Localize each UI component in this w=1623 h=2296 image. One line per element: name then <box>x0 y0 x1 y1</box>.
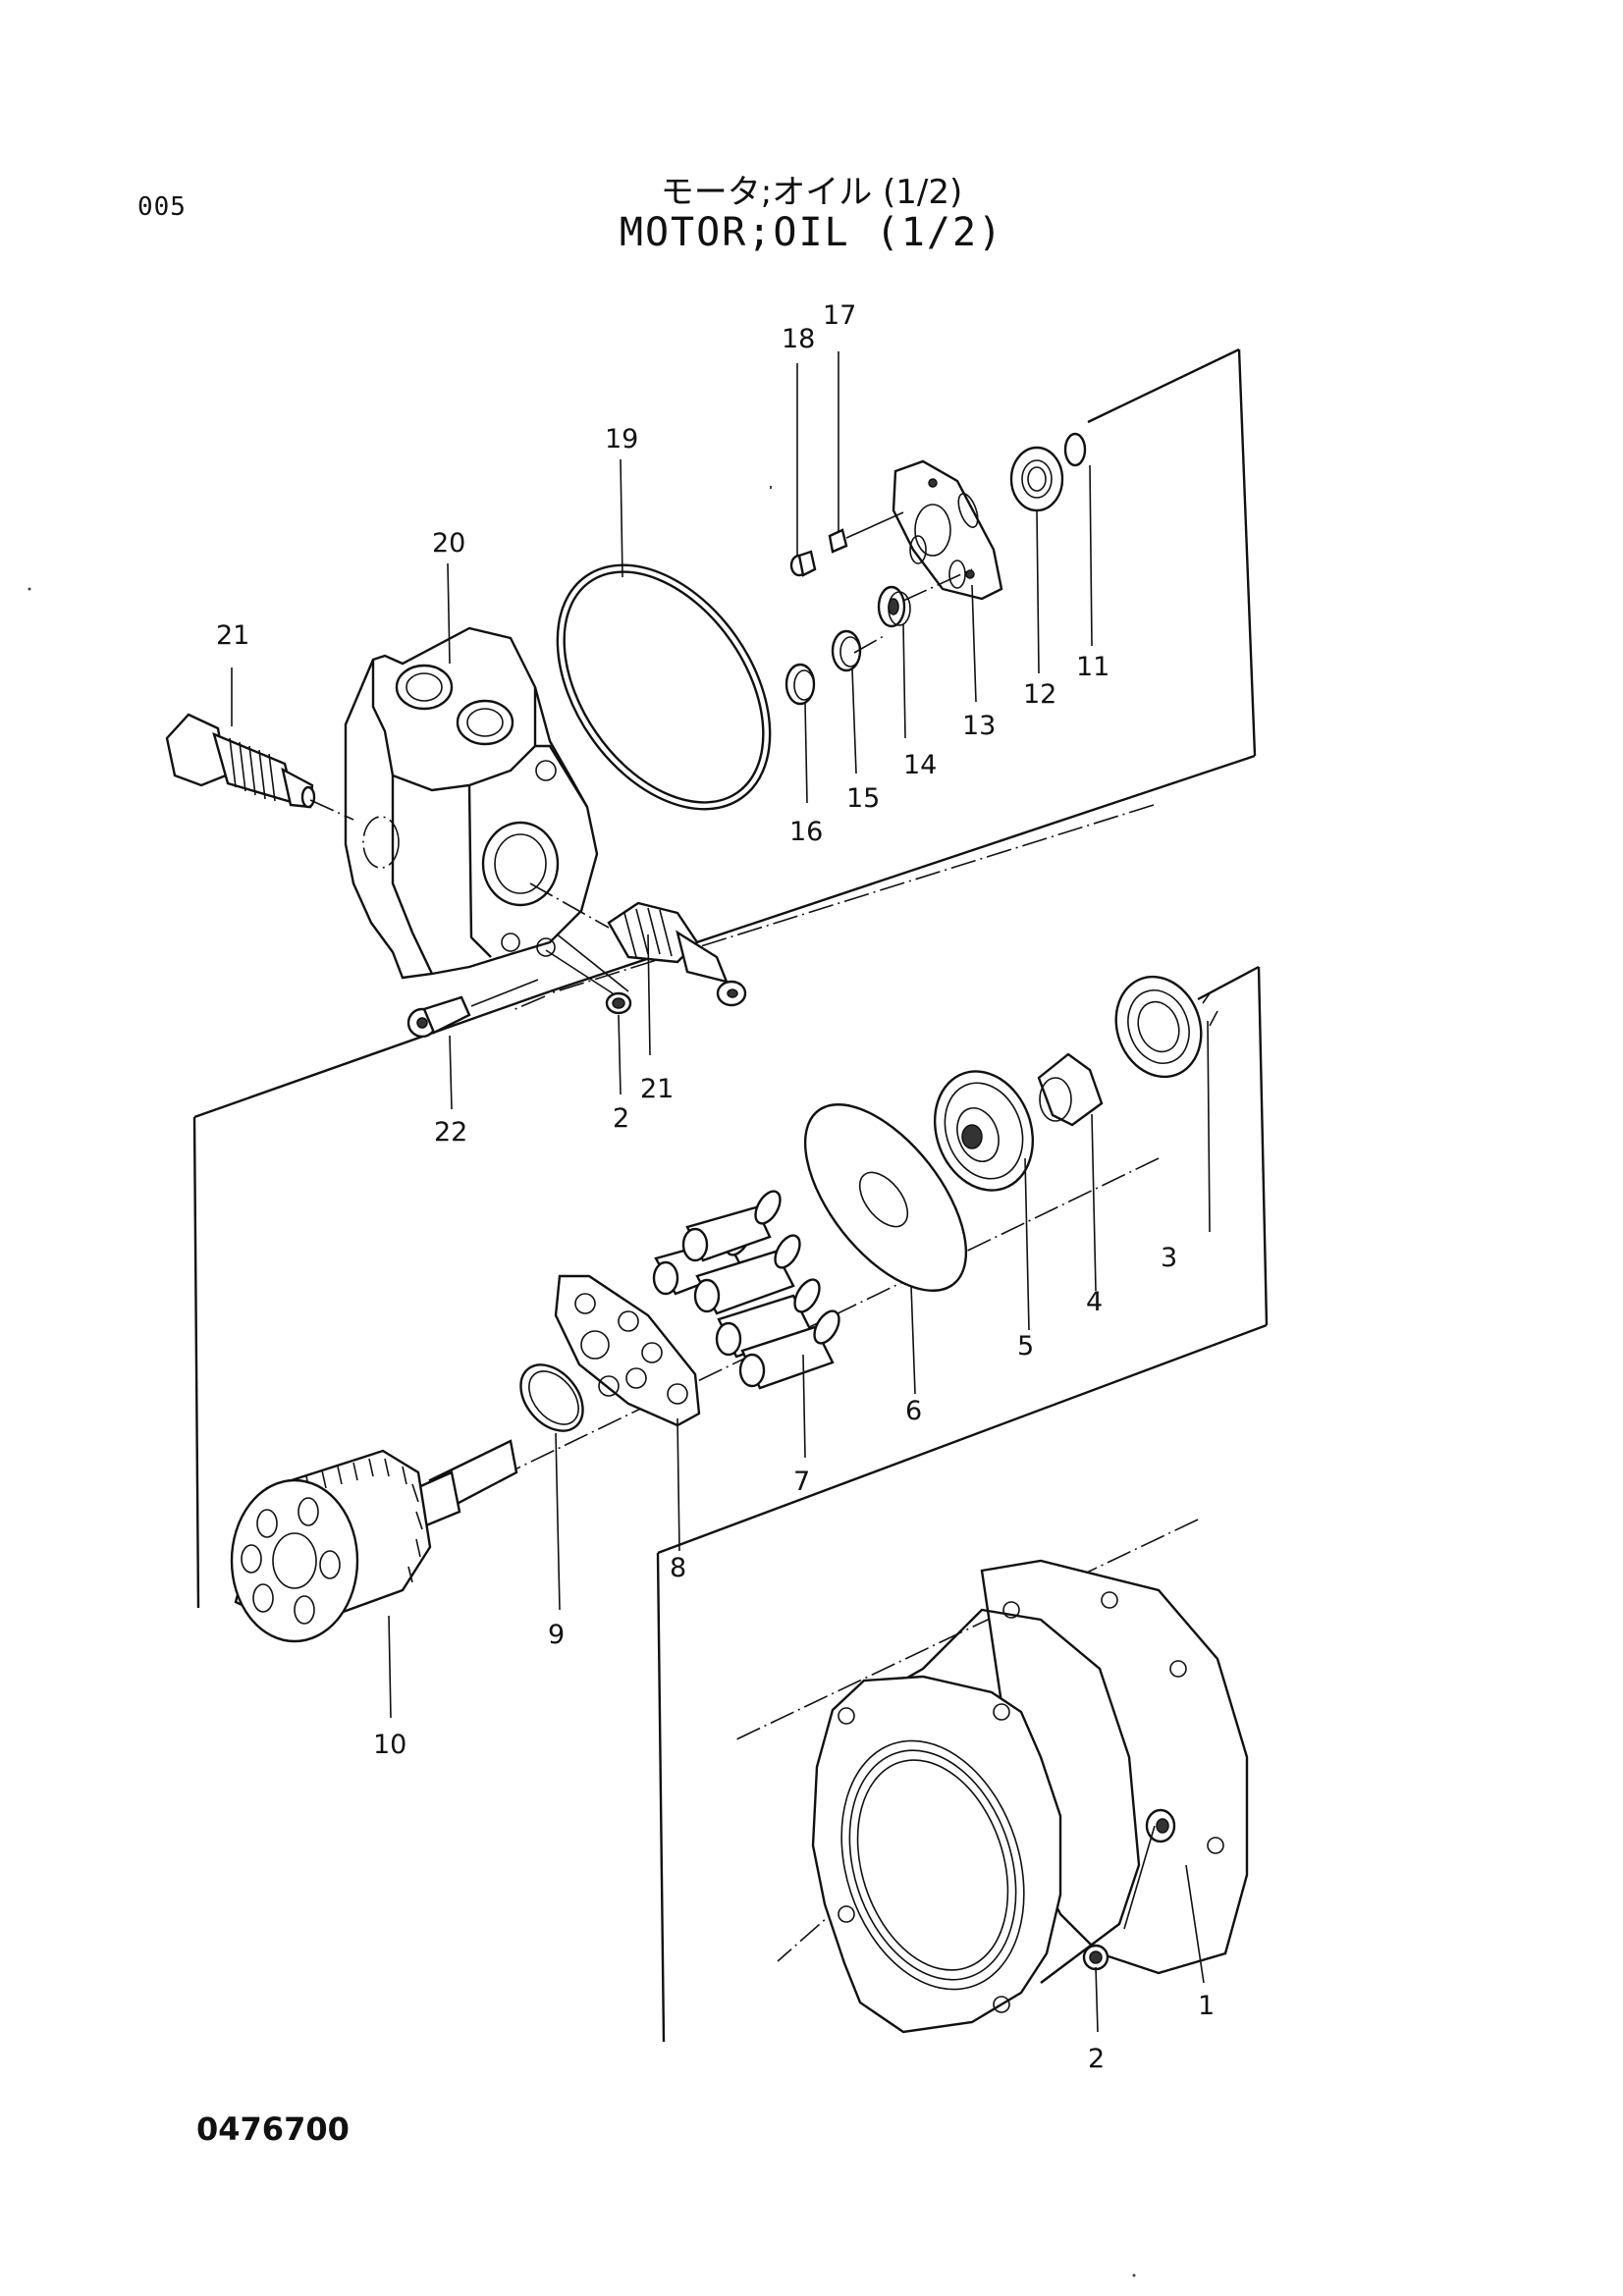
title-english: MOTOR;OIL (1/2) <box>619 210 1004 255</box>
callout-12: 12 <box>1023 679 1056 710</box>
callout-14: 14 <box>903 750 937 780</box>
callout-20: 20 <box>432 528 465 559</box>
collar-4 <box>1037 1052 1104 1127</box>
callout-2-lower: 2 <box>1088 2044 1105 2074</box>
callout-5: 5 <box>1017 1331 1034 1362</box>
valve-plate-13 <box>892 459 1003 601</box>
callout-labels: 1 2 2 3 4 5 6 7 8 9 10 11 12 13 14 15 16… <box>216 300 1215 2074</box>
ring-16 <box>784 663 816 706</box>
callout-3: 3 <box>1161 1243 1177 1273</box>
spring-seat-14 <box>877 585 911 628</box>
callout-1: 1 <box>1198 1991 1215 2021</box>
swash-plate-6 <box>803 1103 968 1292</box>
callout-9: 9 <box>548 1620 565 1650</box>
callout-7: 7 <box>793 1467 810 1497</box>
callout-15: 15 <box>846 783 880 814</box>
o-ring <box>556 563 772 811</box>
bearing-12 <box>1009 446 1064 512</box>
title-japanese: モータ;オイル (1/2) <box>660 173 963 212</box>
relief-valve-left <box>165 713 354 821</box>
callout-13: 13 <box>962 711 996 741</box>
callout-11: 11 <box>1076 652 1109 682</box>
drawing-number: 0476700 <box>196 2110 350 2148</box>
lower-frame <box>656 1552 666 2043</box>
page-code: 005 <box>137 192 187 222</box>
relief-valve-right <box>529 882 747 1007</box>
leader-lines <box>231 351 1218 2033</box>
middle-frame <box>192 965 1269 1609</box>
scan-speck <box>27 587 31 591</box>
housing-1 <box>811 1559 1249 2034</box>
valve-body <box>344 626 599 980</box>
callout-19: 19 <box>605 424 638 454</box>
callout-22: 22 <box>434 1117 467 1148</box>
cylinder-block-10 <box>230 1439 518 1643</box>
callout-8: 8 <box>670 1553 686 1583</box>
pistons-7 <box>652 1190 840 1390</box>
snap-ring-11 <box>1063 432 1087 467</box>
pin-18 <box>789 550 817 577</box>
ring-15 <box>831 629 862 672</box>
callout-4: 4 <box>1086 1287 1103 1317</box>
ring-9 <box>519 1363 584 1432</box>
callout-6: 6 <box>905 1396 922 1426</box>
plug-lower <box>1082 1944 1109 1971</box>
callout-10: 10 <box>373 1730 406 1760</box>
bearing-5 <box>933 1070 1035 1192</box>
callout-16: 16 <box>789 817 823 847</box>
plug-upper <box>545 949 632 1015</box>
callout-21-left: 21 <box>216 620 249 651</box>
scan-speck <box>1132 2273 1136 2277</box>
socket-screw <box>406 979 539 1039</box>
callout-21-right: 21 <box>640 1074 674 1104</box>
retainer-plate-8 <box>554 1274 701 1427</box>
pin-17 <box>828 511 904 554</box>
oil-seal-3 <box>1114 975 1203 1079</box>
callout-18: 18 <box>782 324 815 354</box>
axis-seg-a <box>853 635 885 654</box>
axis-seg-b <box>902 568 973 602</box>
callout-2-upper: 2 <box>613 1103 629 1134</box>
callout-17: 17 <box>823 300 856 331</box>
